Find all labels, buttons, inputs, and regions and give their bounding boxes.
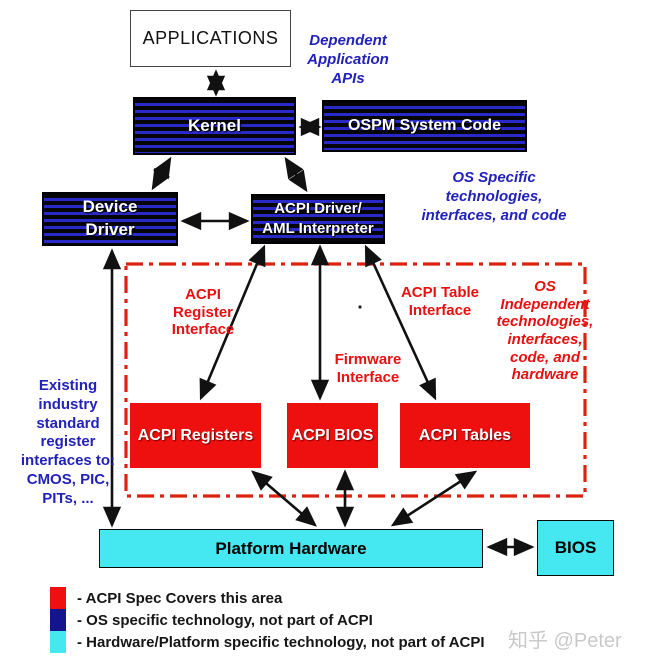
os-specific-note: OS Specific technologies, interfaces, an… (421, 169, 567, 225)
arrow-tables-platform (390, 470, 478, 527)
legend-item-os-specific: - OS specific technology, not part of AC… (50, 609, 485, 631)
dependent-apis-note: Dependent Application APIs (307, 32, 389, 88)
register-interface-note: ACPI Register Interface (171, 286, 235, 339)
acpi-bios-box: ACPI BIOS (287, 403, 378, 468)
acpi-driver-box: ACPI Driver/ AML Interpreter (251, 194, 385, 244)
platform-hardware-box: Platform Hardware (99, 529, 483, 568)
legend-swatch-red (50, 587, 66, 609)
ospm-system-code-box: OSPM System Code (322, 100, 527, 152)
acpi-bios-label: ACPI BIOS (291, 426, 374, 444)
acpi-driver-label: ACPI Driver/ AML Interpreter (262, 199, 374, 237)
acpi-registers-label: ACPI Registers (137, 426, 254, 444)
arrow-kernel-acpi-driver (284, 156, 308, 193)
arrow-registers-platform (251, 470, 317, 527)
acpi-tables-box: ACPI Tables (400, 403, 530, 468)
legend-item-acpi-spec: - ACPI Spec Covers this area (50, 587, 485, 609)
acpi-tables-label: ACPI Tables (418, 426, 512, 444)
legend-swatch-cyan (50, 631, 66, 653)
legend-label-hardware-specific: - Hardware/Platform specific technology,… (77, 633, 485, 651)
legend-label-os-specific: - OS specific technology, not part of AC… (77, 611, 373, 629)
os-independent-note: OS Independent technologies, interfaces,… (496, 278, 594, 384)
applications-label: APPLICATIONS (142, 28, 279, 48)
legend-swatch-navy (50, 609, 66, 631)
legend: - ACPI Spec Covers this area - OS specif… (50, 587, 485, 653)
kernel-label: Kernel (188, 115, 241, 135)
legend-item-hardware-specific: - Hardware/Platform specific technology,… (50, 631, 485, 653)
platform-hardware-label: Platform Hardware (215, 538, 367, 558)
table-interface-note: ACPI Table Interface (400, 284, 480, 319)
bios-label: BIOS (554, 538, 597, 557)
zhihu-watermark: 知乎 @Peter (508, 630, 622, 652)
firmware-interface-note: Firmware Interface (334, 351, 402, 386)
device-driver-box: Device Driver (42, 192, 178, 246)
bios-box: BIOS (537, 520, 614, 576)
arrow-kernel-device-driver (151, 156, 172, 191)
existing-industry-note: Existing industry standard register inte… (20, 377, 116, 507)
applications-box: APPLICATIONS (130, 10, 291, 67)
device-driver-label: Device Driver (82, 197, 138, 239)
acpi-registers-box: ACPI Registers (130, 403, 261, 468)
legend-label-acpi-spec: - ACPI Spec Covers this area (77, 589, 283, 607)
dot-artifact (358, 305, 362, 309)
kernel-box: Kernel (133, 97, 296, 155)
ospm-label: OSPM System Code (348, 117, 501, 135)
